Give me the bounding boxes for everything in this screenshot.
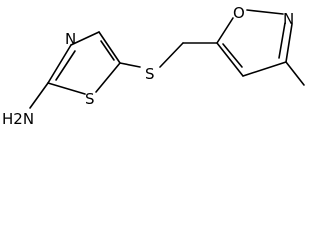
- bond-n3-c4: [70, 31, 100, 46]
- bond-c5-o1: [216, 17, 234, 44]
- bond-s-linker-ch2: [159, 42, 184, 68]
- bond-n2-c3: [285, 23, 293, 63]
- amine-label: H2N: [2, 110, 34, 128]
- bond-s1-c2: [47, 82, 86, 95]
- bond-c4-c5: [216, 42, 244, 77]
- molecule-structure: H2N N S S O N: [2, 4, 305, 128]
- atom-labels: H2N N S S O N: [2, 4, 294, 128]
- bond-c3-methyl: [285, 61, 305, 86]
- bond-c4-c5-double: [100, 40, 115, 61]
- bond-n2-c3-double: [278, 22, 286, 59]
- bond-c4-c5-double: [222, 43, 243, 68]
- isoxazole-nitrogen-label: N: [283, 10, 294, 28]
- bond-c2-n3: [47, 44, 72, 84]
- thiazole-nitrogen-label: N: [65, 30, 76, 48]
- bond-o1-n2: [246, 9, 284, 15]
- bond-c5-s1: [95, 62, 121, 93]
- bond-c4-c5: [98, 31, 121, 64]
- bond-c3-c4: [242, 61, 287, 77]
- bond-c2-n3-double: [55, 50, 76, 81]
- bond-c5-s-linker: [119, 62, 141, 68]
- isoxazole-oxygen-label: O: [233, 4, 245, 22]
- bond-c2-nh2: [29, 82, 49, 109]
- thioether-sulfur-label: S: [145, 65, 155, 83]
- bonds: [29, 9, 305, 109]
- thiazole-sulfur-label: S: [85, 90, 95, 108]
